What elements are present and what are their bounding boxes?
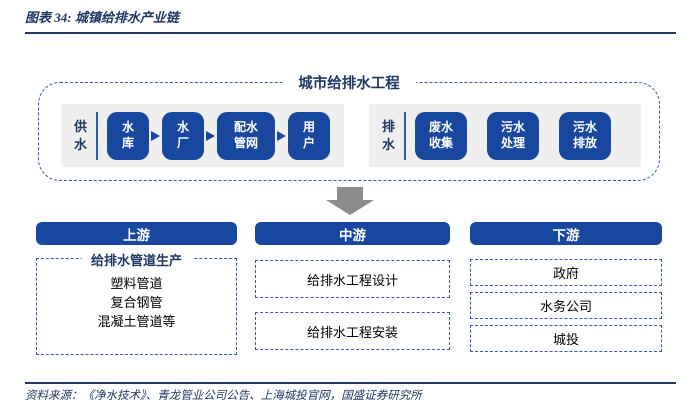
- drain-divider-line: [404, 111, 407, 160]
- arrow-right-icon: [206, 130, 216, 141]
- source-text: 资料来源：《净水技术》、青龙管业公司公告、上海城投官网，国盛证券研究所: [25, 390, 422, 402]
- top-rule: [25, 32, 676, 34]
- bottom-rule: [25, 382, 676, 384]
- drainage-panel: 排 水 废水 收集 污水 处理 污水 排放: [369, 104, 641, 167]
- node-distribution-network: 配水 管网: [217, 111, 276, 160]
- drain-label: 排 水: [382, 118, 396, 152]
- upstream-item-concrete-pipes: 混凝土管道等: [97, 314, 176, 329]
- supply-label: 供 水: [74, 118, 88, 152]
- header-upstream: 上游: [36, 222, 237, 245]
- node-sewage-treatment: 污水 处理: [487, 111, 540, 160]
- node-wastewater-collection: 废水 收集: [415, 111, 468, 160]
- arrow-right-icon: [277, 130, 287, 141]
- upstream-item-plastic-pipes: 塑料管道: [110, 276, 163, 291]
- midstream-box-design: 给排水工程设计: [255, 260, 450, 298]
- figure-title: 图表 34: 城镇给排水产业链: [25, 10, 179, 25]
- arrow-right-icon: [151, 130, 161, 141]
- midstream-box-installation: 给排水工程安装: [255, 312, 450, 350]
- water-supply-panel: 供 水 水 库 水 厂 配水 管网 用 户: [61, 104, 344, 167]
- upstream-item-composite-steel-pipes: 复合钢管: [110, 295, 163, 310]
- upstream-box-title: 给排水管道生产: [80, 250, 193, 269]
- downstream-box-urban-investment: 城投: [470, 325, 662, 352]
- downstream-box-water-company: 水务公司: [470, 292, 662, 319]
- upstream-items: 塑料管道 复合钢管 混凝土管道等: [37, 259, 236, 331]
- node-reservoir: 水 库: [107, 111, 150, 160]
- node-water-plant: 水 厂: [162, 111, 205, 160]
- node-sewage-discharge: 污水 排放: [559, 111, 612, 160]
- header-downstream: 下游: [470, 222, 662, 245]
- container-title: 城市给排水工程: [282, 72, 416, 93]
- downstream-box-government: 政府: [470, 259, 662, 286]
- upstream-box: 给排水管道生产 塑料管道 复合钢管 混凝土管道等: [36, 250, 237, 355]
- down-arrow-icon: [326, 187, 374, 215]
- header-midstream: 中游: [255, 222, 450, 245]
- city-water-engineering-container: 城市给排水工程 供 水 水 库 水 厂 配水 管网 用 户 排 水 废水 收集 …: [38, 72, 660, 181]
- supply-divider-line: [96, 111, 99, 160]
- node-users: 用 户: [288, 111, 331, 160]
